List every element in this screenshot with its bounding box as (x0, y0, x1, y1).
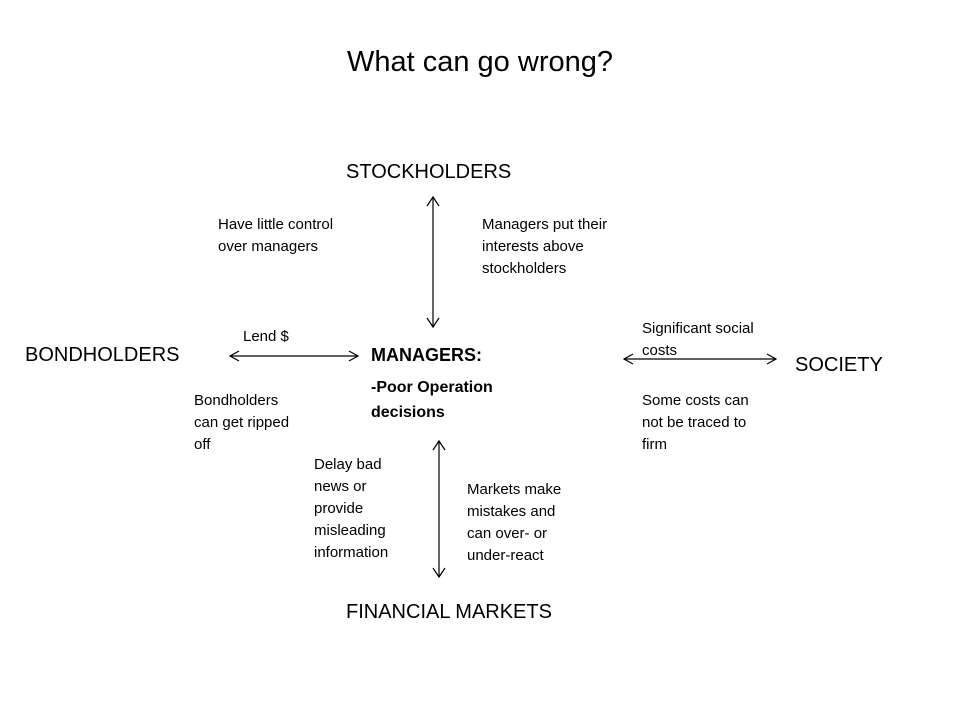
annotation-markets-left: Delay bad news or provide misleading inf… (314, 454, 388, 564)
annotation-bond-below: Bondholders can get ripped off (194, 390, 289, 456)
annotation-markets-right: Markets make mistakes and can over- or u… (467, 479, 561, 567)
arrow-stockholders-managers (426, 195, 440, 329)
annotation-line: not be traced to (642, 414, 747, 431)
annotation-line: firm (642, 436, 667, 453)
annotation-line: can over- or (467, 525, 548, 542)
financial-markets-label: FINANCIAL MARKETS (346, 601, 552, 623)
managers-box: MANAGERS: -Poor Operation decisions (371, 343, 493, 425)
annotation-society-above: Significant social costs (642, 318, 754, 362)
managers-issue-line2: decisions (371, 404, 445, 421)
annotation-line: Significant social (642, 320, 754, 337)
managers-issue-line1: -Poor Operation (371, 379, 493, 396)
annotation-line: stockholders (482, 260, 567, 277)
annotation-line: mistakes and (467, 503, 556, 520)
bondholders-label: BONDHOLDERS (25, 344, 180, 366)
annotation-line: news or (314, 478, 367, 495)
annotation-line: costs (642, 342, 678, 359)
annotation-line: can get ripped (194, 414, 290, 431)
annotation-line: Have little control (218, 216, 334, 233)
annotation-society-below: Some costs can not be traced to firm (642, 390, 749, 456)
annotation-stock-left: Have little control over managers (218, 214, 333, 258)
annotation-line: off (194, 436, 211, 453)
annotation-line: information (314, 544, 389, 561)
stockholders-label: STOCKHOLDERS (346, 161, 512, 183)
annotation-stock-right: Managers put their interests above stock… (482, 214, 607, 280)
annotation-line: under-react (467, 547, 544, 564)
page-title: What can go wrong? (347, 46, 613, 78)
annotation-line: misleading (314, 522, 386, 539)
society-label: SOCIETY (795, 354, 883, 376)
annotation-line: Managers put their (482, 216, 608, 233)
annotation-line: Some costs can (642, 392, 749, 409)
annotation-line: Bondholders (194, 392, 279, 409)
annotation-line: provide (314, 500, 364, 517)
annotation-line: Markets make (467, 481, 562, 498)
annotation-line: over managers (218, 238, 319, 255)
managers-heading: MANAGERS: (371, 345, 482, 365)
arrow-bondholders-managers (228, 350, 360, 362)
arrow-managers-financial-markets (432, 439, 446, 579)
annotation-lend: Lend $ (243, 328, 289, 345)
annotation-line: interests above (482, 238, 584, 255)
annotation-line: Delay bad (314, 456, 382, 473)
